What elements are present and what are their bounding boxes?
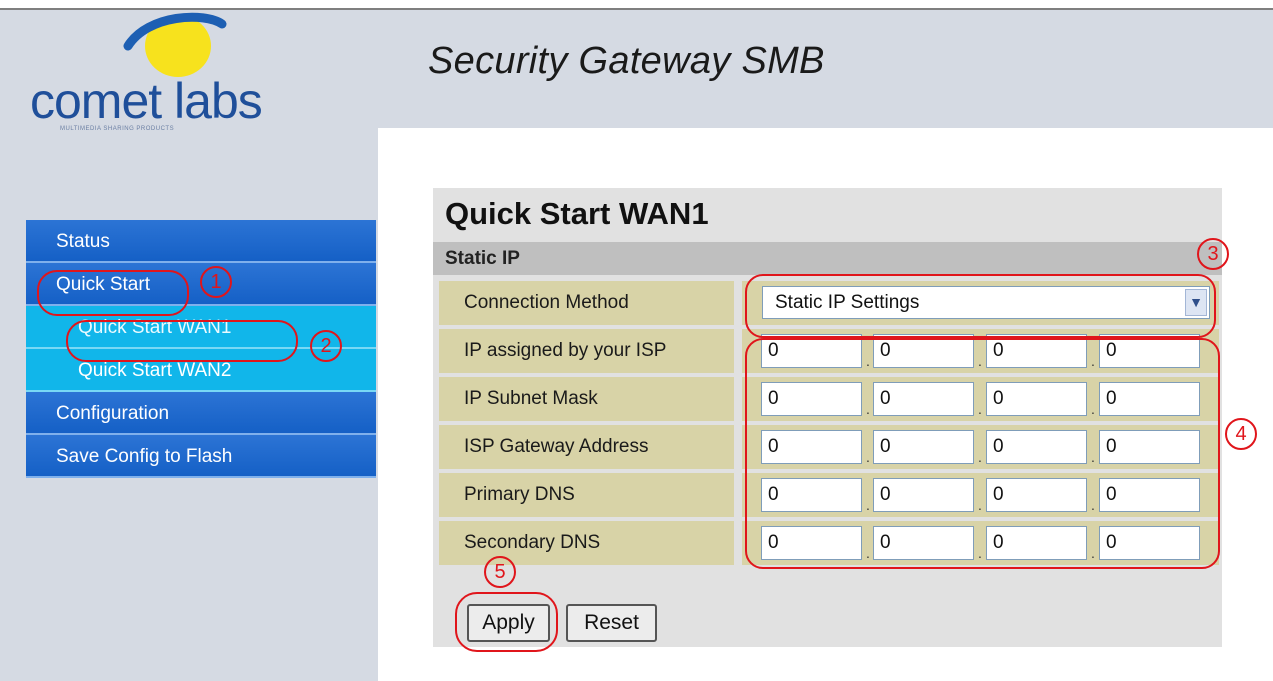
primary-dns-octet-4[interactable]: 0	[1099, 478, 1200, 512]
secondary-dns-octet-1[interactable]: 0	[761, 526, 862, 560]
callout-outline-1	[37, 270, 189, 316]
primary-dns-dot: .	[1091, 497, 1095, 513]
subnet-row: IP Subnet Mask 0 . 0 . 0 . 0	[439, 377, 1219, 421]
comet-logo-icon	[123, 12, 227, 77]
connection-method-select[interactable]: Static IP Settings ▼	[762, 286, 1210, 319]
secondary-dns-label: Secondary DNS	[439, 521, 734, 565]
gateway-octet-3[interactable]: 0	[986, 430, 1087, 464]
gateway-octet-1[interactable]: 0	[761, 430, 862, 464]
secondary-dns-octet-2[interactable]: 0	[873, 526, 974, 560]
subnet-label: IP Subnet Mask	[439, 377, 734, 421]
chevron-down-icon[interactable]: ▼	[1185, 289, 1207, 316]
callout-outline-4	[745, 338, 1220, 569]
callout-number-3: 3	[1197, 238, 1229, 270]
connection-method-cell: Static IP Settings ▼	[742, 281, 1219, 325]
top-border	[0, 0, 1273, 10]
secondary-dns-octet-3[interactable]: 0	[986, 526, 1087, 560]
subnet-octet-1[interactable]: 0	[761, 382, 862, 416]
secondary-dns-row: Secondary DNS 0 . 0 . 0 . 0	[439, 521, 1219, 565]
ip-label: IP assigned by your ISP	[439, 329, 734, 373]
gateway-octet-2[interactable]: 0	[873, 430, 974, 464]
gateway-dot: .	[978, 449, 982, 465]
gateway-row: ISP Gateway Address 0 . 0 . 0 . 0	[439, 425, 1219, 469]
primary-dns-octet-1[interactable]: 0	[761, 478, 862, 512]
gateway-octet-4[interactable]: 0	[1099, 430, 1200, 464]
callout-number-2: 2	[310, 330, 342, 362]
primary-dns-cell: 0 . 0 . 0 . 0	[742, 473, 1219, 517]
form-title: Quick Start WAN1	[445, 196, 709, 231]
primary-dns-label: Primary DNS	[439, 473, 734, 517]
subnet-octet-2[interactable]: 0	[873, 382, 974, 416]
sidebar-item-save-config[interactable]: Save Config to Flash	[26, 435, 376, 478]
subnet-octet-4[interactable]: 0	[1099, 382, 1200, 416]
reset-button[interactable]: Reset	[566, 604, 657, 642]
logo-tagline: MULTIMEDIA SHARING PRODUCTS	[60, 126, 175, 132]
ip-dot: .	[978, 353, 982, 369]
page-title: Security Gateway SMB	[428, 40, 825, 82]
section-header: Static IP	[433, 242, 1222, 275]
gateway-dot: .	[1091, 449, 1095, 465]
primary-dns-dot: .	[866, 497, 870, 513]
callout-outline-5	[455, 592, 558, 652]
subnet-octet-3[interactable]: 0	[986, 382, 1087, 416]
ip-dot: .	[866, 353, 870, 369]
logo	[30, 10, 350, 135]
subnet-dot: .	[1091, 401, 1095, 417]
ip-dot: .	[1091, 353, 1095, 369]
callout-number-1: 1	[200, 266, 232, 298]
primary-dns-dot: .	[978, 497, 982, 513]
primary-dns-octet-2[interactable]: 0	[873, 478, 974, 512]
gateway-cell: 0 . 0 . 0 . 0	[742, 425, 1219, 469]
logo-text: comet labs	[30, 73, 263, 129]
secondary-dns-cell: 0 . 0 . 0 . 0	[742, 521, 1219, 565]
connection-method-label: Connection Method	[439, 281, 734, 325]
callout-outline-2	[66, 320, 298, 362]
subnet-cell: 0 . 0 . 0 . 0	[742, 377, 1219, 421]
section-label: Static IP	[445, 248, 520, 269]
connection-method-value: Static IP Settings	[775, 292, 920, 313]
secondary-dns-octet-4[interactable]: 0	[1099, 526, 1200, 560]
callout-number-4: 4	[1225, 418, 1257, 450]
primary-dns-row: Primary DNS 0 . 0 . 0 . 0	[439, 473, 1219, 517]
form-panel: Quick Start WAN1 Static IP Connection Me…	[433, 188, 1222, 647]
subnet-dot: .	[978, 401, 982, 417]
gateway-dot: .	[866, 449, 870, 465]
sidebar-item-status[interactable]: Status	[26, 220, 376, 263]
primary-dns-octet-3[interactable]: 0	[986, 478, 1087, 512]
secondary-dns-dot: .	[1091, 545, 1095, 561]
secondary-dns-dot: .	[978, 545, 982, 561]
secondary-dns-dot: .	[866, 545, 870, 561]
header-band	[0, 10, 1273, 128]
sidebar-item-configuration[interactable]: Configuration	[26, 392, 376, 435]
connection-method-row: Connection Method Static IP Settings ▼	[439, 281, 1219, 325]
subnet-dot: .	[866, 401, 870, 417]
callout-number-5: 5	[484, 556, 516, 588]
gateway-label: ISP Gateway Address	[439, 425, 734, 469]
callout-outline-3	[745, 274, 1216, 338]
